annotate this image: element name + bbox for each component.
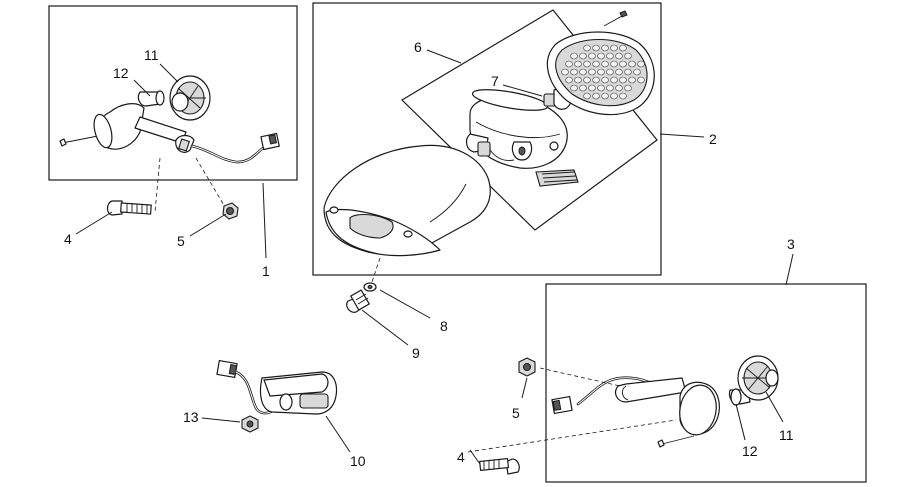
leader-lines <box>75 49 794 465</box>
lens-facet <box>592 76 600 84</box>
callout-12-left: 12 <box>113 65 129 81</box>
lens-facet <box>570 52 578 60</box>
lens-facet <box>592 60 600 68</box>
lens-facet <box>624 84 632 92</box>
lens-facet <box>615 84 623 92</box>
lens-facet <box>583 92 591 100</box>
lens-facet <box>583 60 591 68</box>
callout-12-right: 12 <box>742 443 758 459</box>
lens-facet <box>610 92 618 100</box>
lens-facet <box>637 60 645 68</box>
lens-facet <box>619 44 627 52</box>
lens-facet <box>619 60 627 68</box>
callout-5-right: 5 <box>512 405 520 421</box>
frame-front-left-indicator <box>48 5 298 181</box>
callout-5-left: 5 <box>177 233 185 249</box>
left-nut <box>222 202 239 220</box>
lens-facet <box>624 52 632 60</box>
tail-light-assembly <box>323 10 655 313</box>
lens-facet <box>574 76 582 84</box>
lens-facet <box>597 52 605 60</box>
license-light-assembly <box>216 359 338 433</box>
tail-lens <box>546 31 655 116</box>
right-indicator-stalk <box>614 377 687 403</box>
lens-facet <box>583 76 591 84</box>
callout-6: 6 <box>414 39 422 55</box>
lens-facet <box>610 60 618 68</box>
lens-facet <box>588 52 596 60</box>
lens-facet <box>597 68 605 76</box>
cover-screw <box>346 282 377 313</box>
lens-facet <box>579 84 587 92</box>
callout-2: 2 <box>709 131 717 147</box>
lens-facet <box>579 52 587 60</box>
callout-4-left: 4 <box>64 231 72 247</box>
lens-facet <box>637 76 645 84</box>
callout-7: 7 <box>491 73 499 89</box>
callout-11-right: 11 <box>779 427 794 443</box>
lens-facet <box>628 76 636 84</box>
lens-facet <box>597 84 605 92</box>
callout-13: 13 <box>183 409 199 425</box>
lens-facet <box>606 52 614 60</box>
callout-11-left: 11 <box>144 47 159 63</box>
callout-labels: 1 2 3 4 5 6 7 8 9 10 11 12 13 5 4 12 11 <box>64 39 795 469</box>
callout-10: 10 <box>350 453 366 469</box>
lens-facet <box>561 68 569 76</box>
left-indicator-assembly <box>59 75 280 220</box>
lens-facet <box>624 68 632 76</box>
lens-facet <box>588 84 596 92</box>
frame-lamp-subassembly <box>401 9 658 231</box>
lens-facet <box>583 44 591 52</box>
lens-facet <box>565 76 573 84</box>
left-bolt <box>106 200 123 216</box>
lens-facet <box>633 68 641 76</box>
lens-facet <box>601 92 609 100</box>
lens-facet <box>592 44 600 52</box>
callout-9: 9 <box>412 345 420 361</box>
lens-facet <box>574 60 582 68</box>
lens-facet <box>565 60 573 68</box>
lens-facet <box>588 68 596 76</box>
frame-tail-light <box>312 2 662 276</box>
right-indicator-assembly <box>467 355 779 475</box>
callout-3: 3 <box>787 236 795 252</box>
lens-facet <box>610 76 618 84</box>
lens-facet <box>601 44 609 52</box>
lens-facet <box>570 68 578 76</box>
right-bolt <box>505 458 520 475</box>
callout-1: 1 <box>262 263 270 279</box>
lens-facet <box>592 92 600 100</box>
lens-facet <box>619 92 627 100</box>
lens-facet <box>606 84 614 92</box>
lens-facet <box>628 60 636 68</box>
left-indicator-stalk <box>134 116 187 144</box>
lens-facet <box>601 60 609 68</box>
lens-facet <box>601 76 609 84</box>
callout-8: 8 <box>440 318 448 334</box>
lens-facet <box>610 44 618 52</box>
lens-facet <box>579 68 587 76</box>
lens-facet <box>619 76 627 84</box>
callout-4-right: 4 <box>457 449 465 465</box>
lens-facet <box>570 84 578 92</box>
frame-right-indicator <box>545 283 867 483</box>
lens-facet <box>606 68 614 76</box>
lens-facet <box>615 52 623 60</box>
lens-facet <box>615 68 623 76</box>
